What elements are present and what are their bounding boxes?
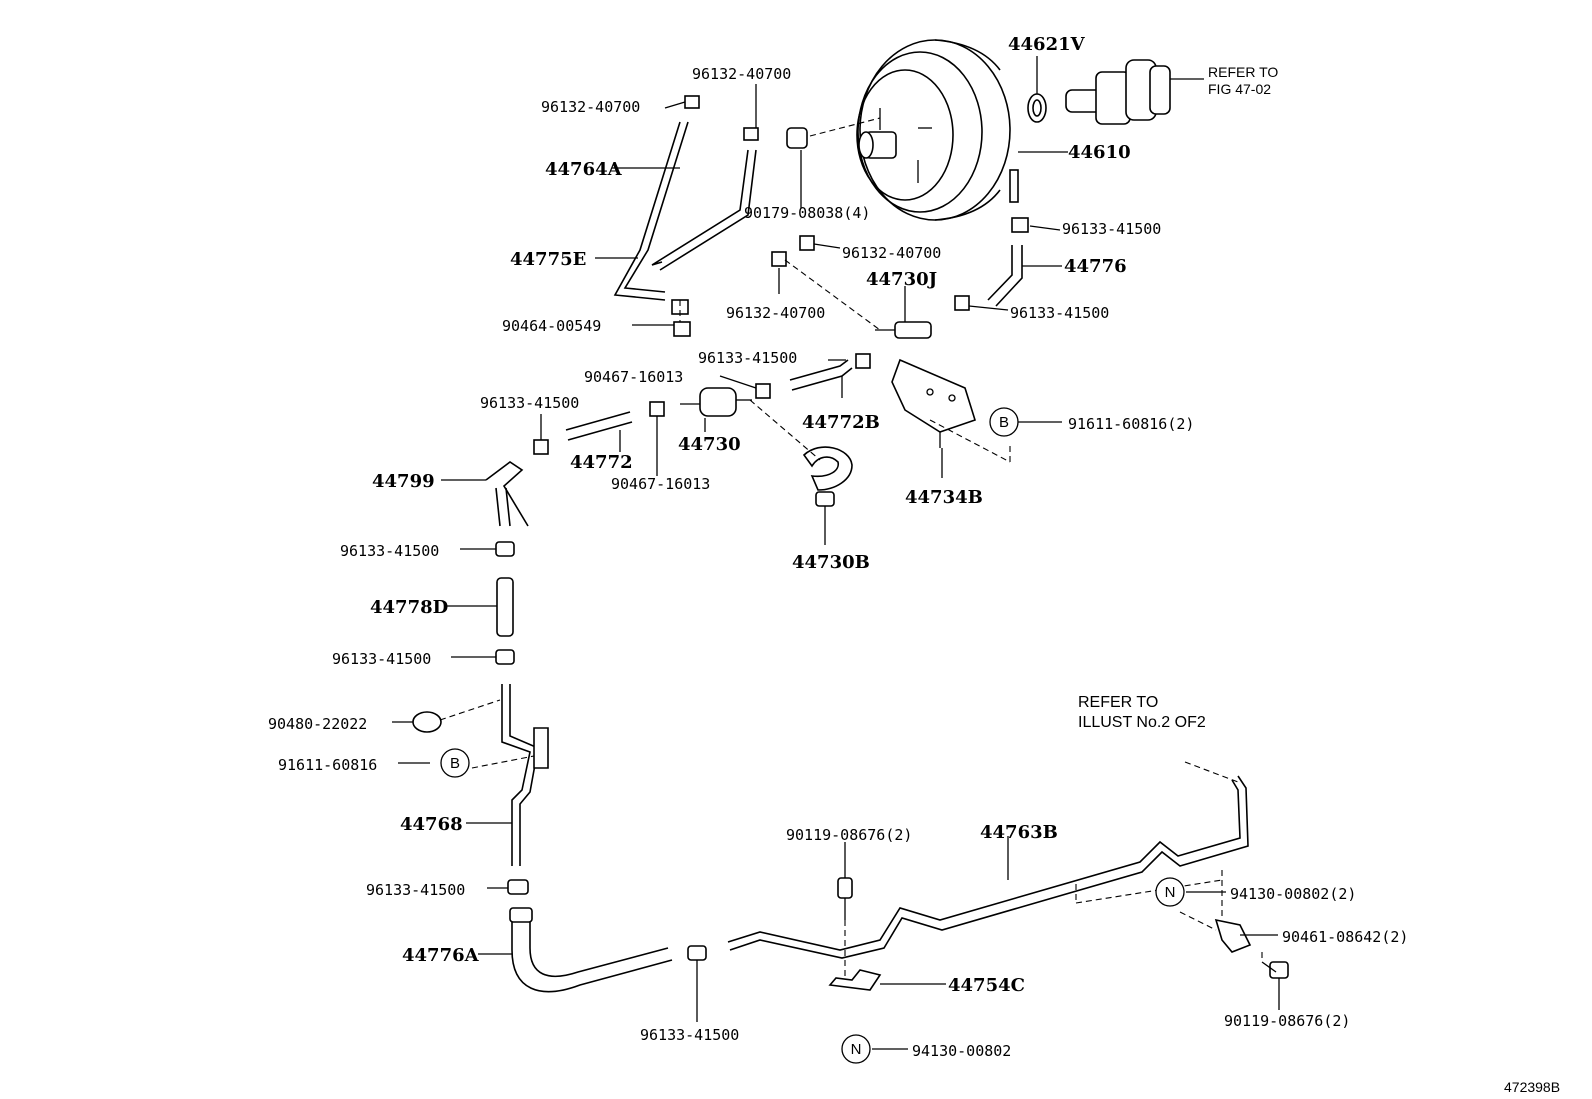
clamp-44730b — [802, 446, 853, 507]
hose-44772 — [533, 401, 665, 455]
label-44730j: 44730J — [866, 269, 937, 290]
brake-booster-44610 — [856, 39, 1019, 221]
master-cylinder-ref — [1065, 59, 1204, 125]
bracket-44734b — [891, 358, 976, 448]
label-96133-41500-a: 96133-41500 — [1062, 220, 1161, 238]
label-44776a: 44776A — [402, 945, 480, 966]
label-44610: 44610 — [1068, 142, 1131, 163]
pipe-44763b — [727, 775, 1249, 959]
label-91611-60816: 91611-60816 — [278, 756, 377, 774]
refer-illust-line1: REFER TO — [1078, 694, 1158, 711]
hose-44775e — [651, 149, 757, 271]
label-90480-22022: 90480-22022 — [268, 715, 367, 733]
marker-b-left-text: B — [450, 755, 460, 772]
refer-fig-line2: FIG 47-02 — [1208, 81, 1271, 97]
label-44772b: 44772B — [802, 412, 880, 433]
label-90179-08038: 90179-08038(4) — [744, 204, 870, 222]
label-44763b: 44763B — [980, 822, 1058, 843]
refer-fig-line1: REFER TO — [1208, 64, 1278, 80]
label-44778d: 44778D — [370, 597, 448, 618]
label-96133-41500-d: 96133-41500 — [480, 394, 579, 412]
label-90461-08642-2: 90461-08642(2) — [1282, 928, 1408, 946]
bracket-90461-08642 — [1214, 918, 1289, 979]
valve-44730j — [875, 286, 932, 339]
vertical-hose-stack — [412, 541, 549, 895]
label-44799: 44799 — [372, 471, 435, 492]
label-90119-08676-2b: 90119-08676(2) — [1224, 1012, 1350, 1030]
marker-n-right: N — [1155, 877, 1185, 907]
label-96132-40700-mid: 96132-40700 — [842, 244, 941, 262]
hose-44776 — [987, 245, 1023, 307]
dashed-relations — [439, 117, 1263, 980]
label-96132-40700-top: 96132-40700 — [692, 65, 791, 83]
hose-44764a — [613, 121, 689, 301]
label-44730: 44730 — [678, 434, 741, 455]
marker-b-right-text: B — [999, 414, 1009, 431]
figure-number: 472398B — [1504, 1079, 1560, 1095]
label-44734b: 44734B — [905, 487, 983, 508]
label-44776: 44776 — [1064, 256, 1127, 277]
label-96133-41500-e: 96133-41500 — [340, 542, 439, 560]
label-90119-08676-2a: 90119-08676(2) — [786, 826, 912, 844]
leader-lines — [392, 84, 1280, 1050]
label-44621v: 44621V — [1008, 34, 1086, 55]
label-91611-60816-2: 91611-60816(2) — [1068, 415, 1194, 433]
label-90464-00549: 90464-00549 — [502, 317, 601, 335]
label-96132-40700-left: 96132-40700 — [541, 98, 640, 116]
label-96133-41500-h: 96133-41500 — [640, 1026, 739, 1044]
label-44730b: 44730B — [792, 552, 870, 573]
label-90467-16013-a: 90467-16013 — [584, 368, 683, 386]
marker-n-bottom: N — [841, 1034, 871, 1064]
label-90467-16013-b: 90467-16013 — [611, 475, 710, 493]
label-94130-00802: 94130-00802 — [912, 1042, 1011, 1060]
label-96132-40700-low: 96132-40700 — [726, 304, 825, 322]
check-valve-44730 — [680, 383, 771, 417]
marker-n-right-text: N — [1165, 884, 1176, 901]
clips-upper — [671, 95, 1029, 337]
marker-b-left: B — [440, 748, 470, 778]
label-94130-00802-2: 94130-00802(2) — [1230, 885, 1356, 903]
bracket-44754c — [828, 877, 882, 991]
marker-n-bottom-text: N — [851, 1041, 862, 1058]
label-44754c: 44754C — [948, 975, 1025, 996]
label-96133-41500-c: 96133-41500 — [698, 349, 797, 367]
refer-illust-line2: ILLUST No.2 OF2 — [1078, 714, 1206, 731]
label-96133-41500-b: 96133-41500 — [1010, 304, 1109, 322]
label-44775e: 44775E — [510, 249, 586, 270]
hose-44799 — [485, 461, 529, 527]
seal-44621v — [1027, 56, 1047, 123]
marker-b-right: B — [989, 407, 1019, 437]
label-96133-41500-f: 96133-41500 — [332, 650, 431, 668]
hose-44776a — [509, 907, 707, 993]
label-44772: 44772 — [570, 452, 633, 473]
label-96133-41500-g: 96133-41500 — [366, 881, 465, 899]
label-44764a: 44764A — [545, 159, 623, 180]
label-44768: 44768 — [400, 814, 463, 835]
